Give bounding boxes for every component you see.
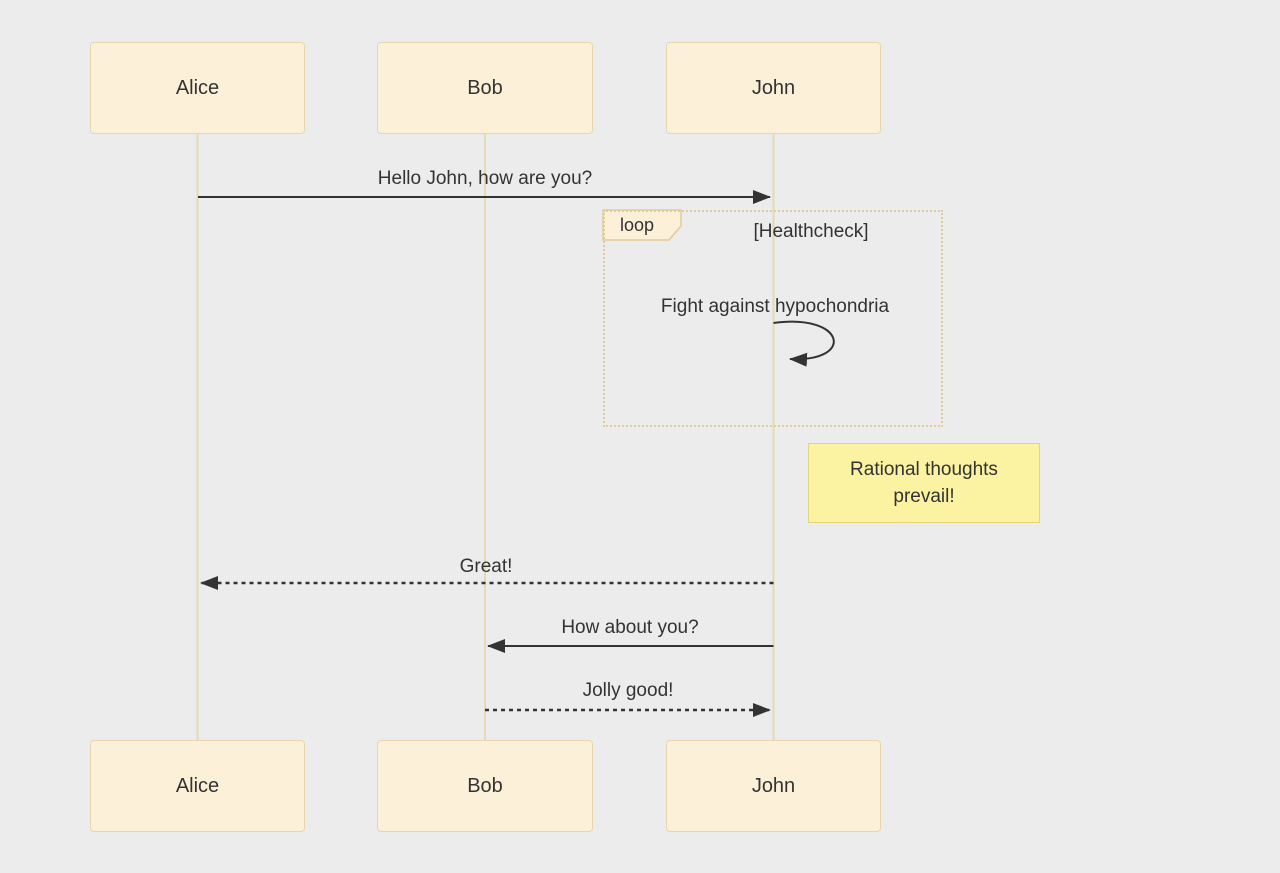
message-label-self-loop: Fight against hypochondria (660, 296, 890, 317)
actor-label-bob-top: Bob (467, 76, 503, 99)
message-label-great: Great! (459, 556, 513, 577)
actor-box-bob-bottom: Bob (377, 740, 593, 832)
message-label-jolly-good: Jolly good! (582, 680, 674, 701)
loop-frame (603, 210, 943, 427)
actor-label-alice-top: Alice (175, 76, 220, 99)
actor-box-bob-top: Bob (377, 42, 593, 134)
actor-box-alice-top: Alice (90, 42, 305, 134)
note-box: Rational thoughts prevail! (808, 443, 1040, 523)
loop-label: loop (619, 215, 655, 235)
actor-label-alice-bottom: Alice (175, 774, 220, 797)
actor-label-john-top: John (751, 76, 796, 99)
message-label-hello-john: Hello John, how are you? (377, 168, 593, 189)
message-line-self-loop (773, 320, 835, 367)
note-text: Rational thoughts prevail! (850, 459, 998, 507)
actor-box-john-top: John (666, 42, 881, 134)
actor-box-alice-bottom: Alice (90, 740, 305, 832)
actor-label-john-bottom: John (751, 774, 796, 797)
actor-box-john-bottom: John (666, 740, 881, 832)
message-label-how-about-you: How about you? (561, 617, 699, 638)
loop-condition: [Healthcheck] (753, 221, 869, 242)
actor-label-bob-bottom: Bob (467, 774, 503, 797)
